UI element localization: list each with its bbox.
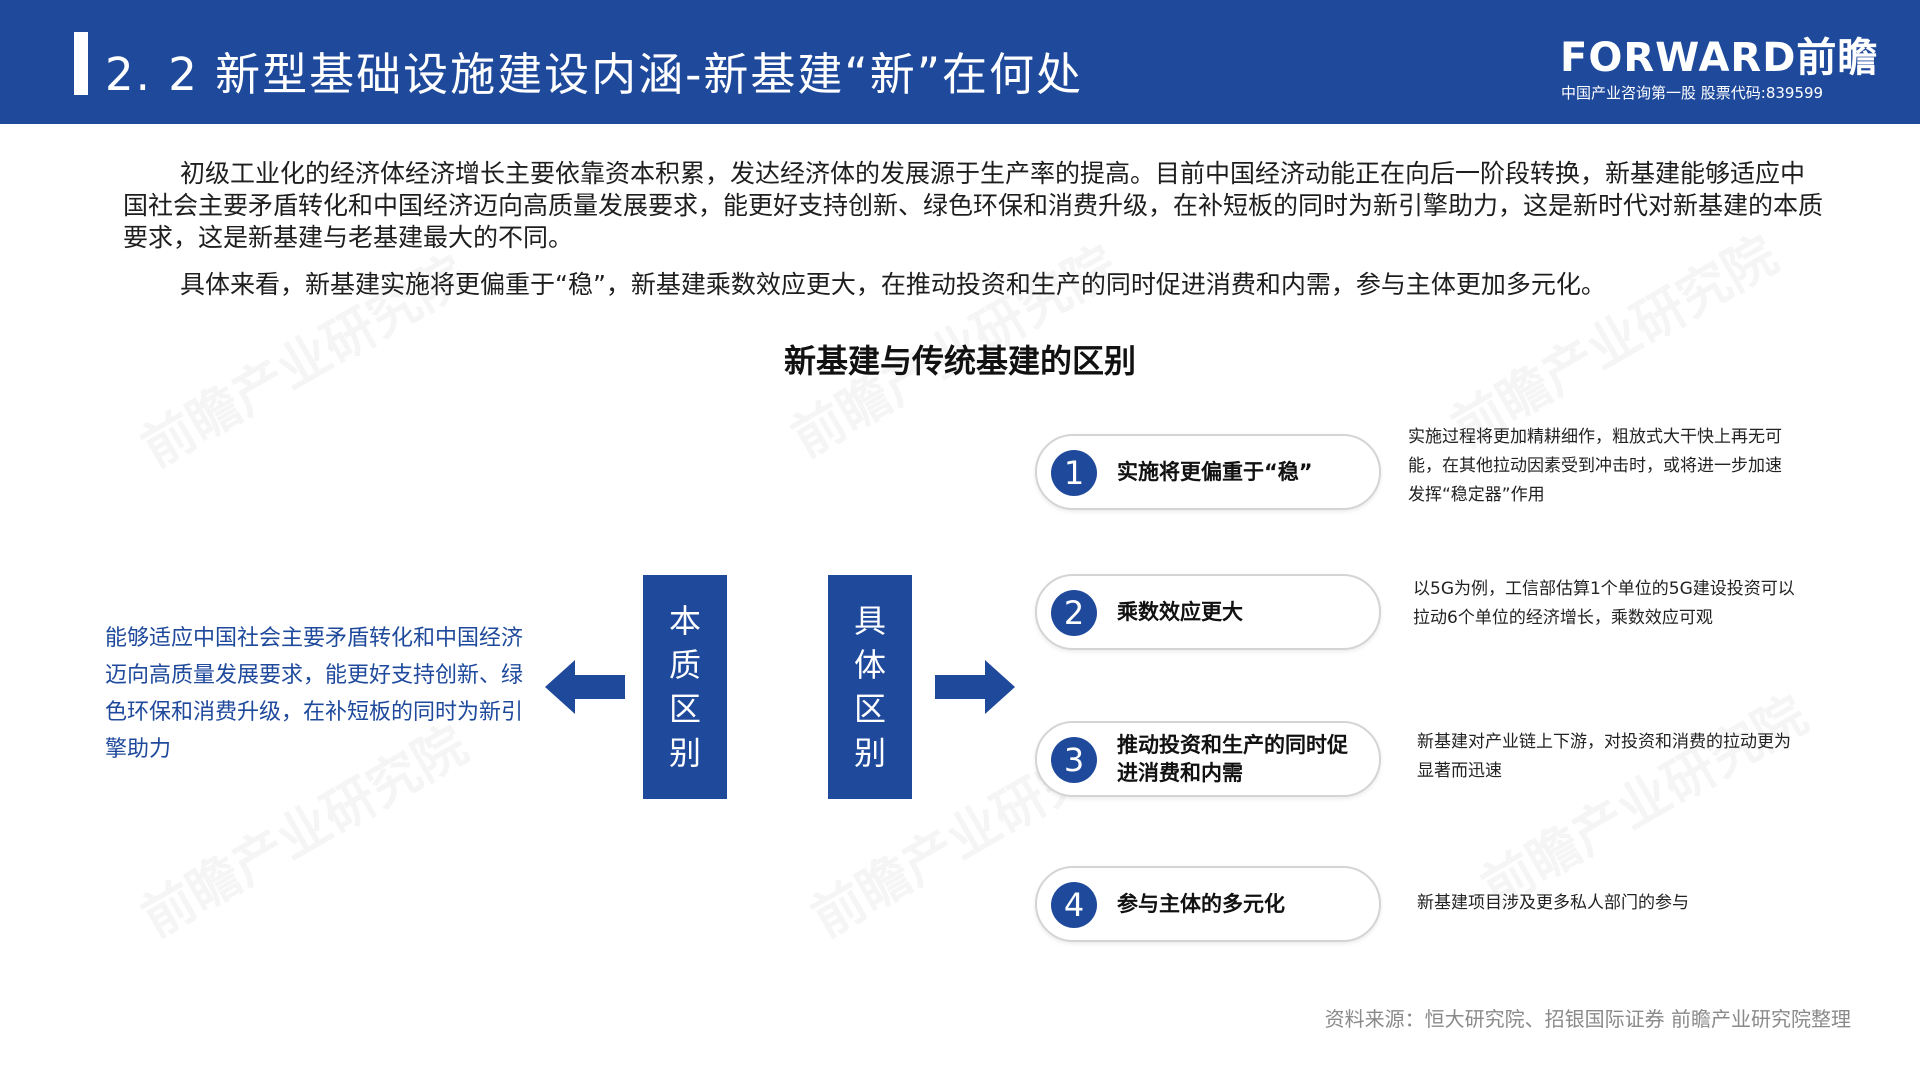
item-number-badge: 2	[1051, 590, 1097, 636]
header-banner: 2. 2 新型基础设施建设内涵-新基建“新”在何处 FORWARD前瞻 中国产业…	[0, 0, 1920, 124]
intro-paragraph-2: 具体来看，新基建实施将更偏重于“稳”，新基建乘数效应更大，在推动投资和生产的同时…	[123, 269, 1823, 301]
specific-difference-label: 具体区别	[853, 602, 886, 772]
difference-item-2: 2 乘数效应更大	[1035, 574, 1381, 650]
intro-paragraph-1-text: 初级工业化的经济体经济增长主要依靠资本积累，发达经济体的发展源于生产率的提高。目…	[123, 159, 1824, 252]
watermark: 前瞻产业研究院	[1466, 674, 1819, 921]
intro-paragraph-2-text: 具体来看，新基建实施将更偏重于“稳”，新基建乘数效应更大，在推动投资和生产的同时…	[180, 270, 1606, 299]
title-accent-bar	[74, 32, 88, 95]
logo-tagline: 中国产业咨询第一股 股票代码:839599	[1561, 84, 1824, 102]
item-description-3: 新基建对产业链上下游，对投资和消费的拉动更为显著而迅速	[1417, 732, 1791, 781]
item-description-2: 以5G为例，工信部估算1个单位的5G建设投资可以拉动6个单位的经济增长，乘数效应…	[1413, 579, 1795, 628]
essential-difference-label: 本质区别	[668, 602, 701, 772]
item-description-4: 新基建项目涉及更多私人部门的参与	[1417, 893, 1689, 913]
essential-difference-text: 能够适应中国社会主要矛盾转化和中国经济迈向高质量发展要求，能更好支持创新、绿色环…	[105, 626, 524, 762]
source-note: 资料来源：恒大研究院、招银国际证券 前瞻产业研究院整理	[1324, 1007, 1851, 1031]
forward-logo: FORWARD前瞻 中国产业咨询第一股 股票代码:839599	[1560, 36, 1877, 102]
intro-paragraph-1: 初级工业化的经济体经济增长主要依靠资本积累，发达经济体的发展源于生产率的提高。目…	[123, 158, 1823, 254]
arrow-right-icon	[935, 660, 1015, 714]
item-label: 实施将更偏重于“稳”	[1117, 460, 1313, 484]
item-number-badge: 3	[1051, 737, 1097, 783]
difference-item-1: 1 实施将更偏重于“稳”	[1035, 434, 1381, 510]
difference-item-4: 4 参与主体的多元化	[1035, 866, 1381, 942]
item-label: 推动投资和生产的同时促进消费和内需	[1117, 733, 1348, 785]
item-number-badge: 1	[1051, 450, 1097, 496]
section-title: 新基建与传统基建的区别	[783, 342, 1136, 380]
specific-difference-box: 具体区别	[828, 575, 912, 799]
item-number-badge: 4	[1051, 882, 1097, 928]
item-description-1: 实施过程将更加精耕细作，粗放式大干快上再无可能，在其他拉动因素受到冲击时，或将进…	[1408, 427, 1782, 505]
item-label: 参与主体的多元化	[1117, 892, 1285, 916]
item-label: 乘数效应更大	[1117, 600, 1243, 624]
page-title: 2. 2 新型基础设施建设内涵-新基建“新”在何处	[105, 48, 1084, 101]
difference-item-3: 3 推动投资和生产的同时促进消费和内需	[1035, 721, 1381, 797]
arrow-left-icon	[545, 660, 625, 714]
logo-wordmark: FORWARD前瞻	[1560, 35, 1879, 81]
essential-difference-box: 本质区别	[643, 575, 727, 799]
